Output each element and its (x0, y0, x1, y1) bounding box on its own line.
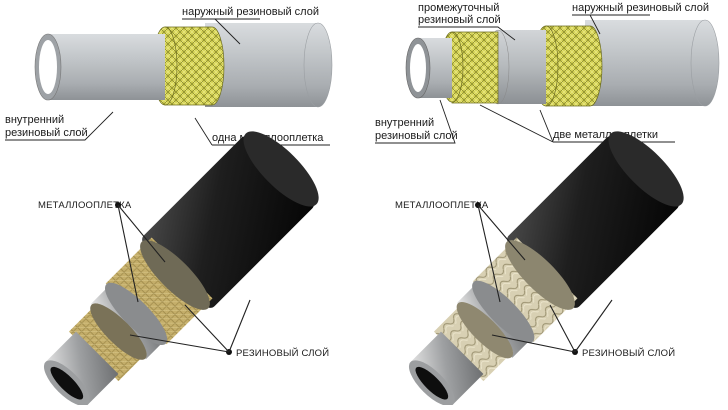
label-middle-rubber-line2: резиновый слой (418, 14, 501, 26)
label-inner-rubber-2-line2: резиновый слой (375, 130, 458, 142)
hose-single-braid: наружный резиновый слой внутренний резин… (5, 6, 333, 146)
label-inner-rubber-2-line1: внутренний (375, 117, 434, 129)
cutaway-double-braid: МЕТАЛЛООПЛЕТКА РЕЗИНОВЫЙ СЛОЙ (395, 131, 684, 407)
gold-braid (105, 237, 213, 345)
outer-rubber-layer-2 (585, 20, 719, 106)
metal-braid-outer (545, 25, 603, 107)
label-braid-br: МЕТАЛЛООПЛЕТКА (395, 200, 489, 211)
inner-rubber-layer (48, 34, 165, 100)
outer-rubber-layer (205, 23, 332, 107)
label-rubber-bl: РЕЗИНОВЫЙ СЛОЙ (236, 347, 329, 359)
label-outer-rubber-2: наружный резиновый слой (572, 2, 709, 14)
label-inner-rubber-line2: резиновый слой (5, 127, 88, 139)
hose-double-braid: промежуточный резиновый слой наружный ре… (375, 2, 720, 144)
label-inner-rubber-line1: внутренний (5, 114, 64, 126)
metal-braid-band (164, 26, 225, 106)
silver-braid-outer (472, 237, 578, 343)
silver-braid-inner (433, 301, 514, 382)
middle-rubber-layer (498, 30, 546, 104)
inner-grey-tube (44, 331, 119, 406)
cutaway-single-braid: МЕТАЛЛООПЛЕТКА РЕЗИНОВЫЙ СЛОЙ (38, 131, 329, 407)
label-rubber-br: РЕЗИНОВЫЙ СЛОЙ (582, 347, 675, 359)
label-middle-rubber-line1: промежуточный (418, 2, 499, 14)
gold-braid-inner (68, 303, 147, 382)
inner-grey-tube-2 (409, 331, 484, 406)
label-braid-bl: МЕТАЛЛООПЛЕТКА (38, 200, 132, 211)
label-outer-rubber: наружный резиновый слой (182, 6, 319, 18)
